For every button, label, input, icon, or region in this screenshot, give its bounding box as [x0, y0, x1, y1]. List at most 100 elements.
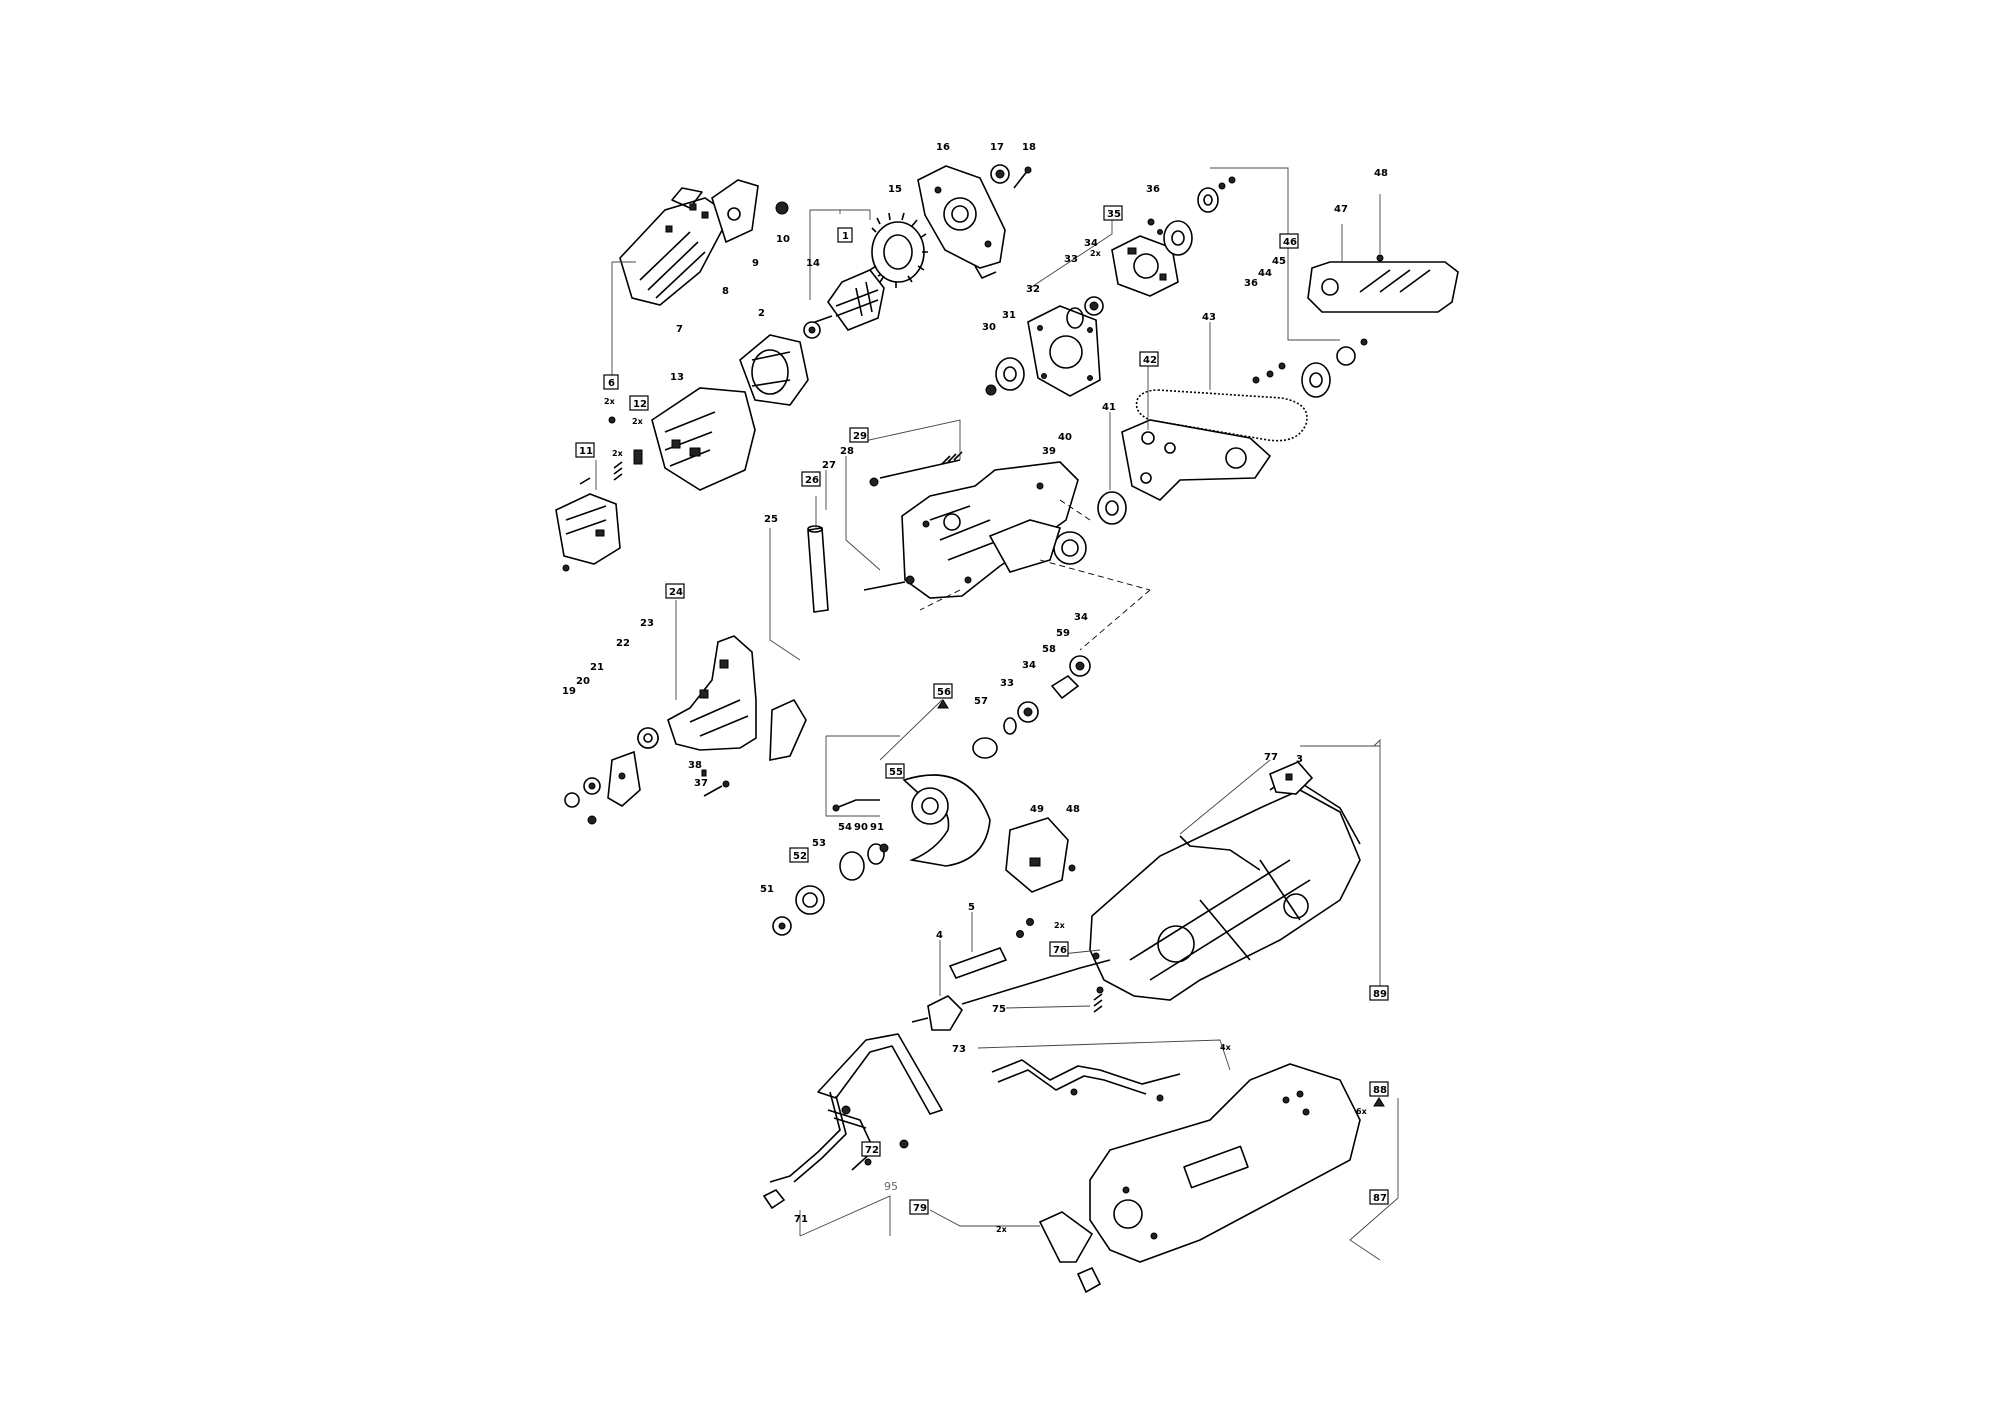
boxed-label-12: 12 — [629, 395, 649, 411]
pulley-part-46 — [1301, 338, 1368, 398]
bearing-part-14 — [803, 321, 821, 339]
bottom-cover-part-87 — [1089, 1063, 1361, 1263]
label-10: 10 — [776, 234, 790, 245]
label-17: 17 — [990, 142, 1004, 153]
nut-part-51 — [772, 916, 792, 936]
qty-88: 6x — [1356, 1107, 1368, 1116]
label-31: 31 — [1002, 310, 1016, 321]
boxed-label-1: 1 — [837, 227, 853, 243]
svg-text:79: 79 — [913, 1203, 927, 1214]
label-43: 43 — [1202, 312, 1216, 323]
boxed-label-52: 52 — [789, 847, 809, 863]
screw-part-36 — [1147, 218, 1163, 235]
label-32: 32 — [1026, 284, 1040, 295]
shaft-part-58-59 — [1050, 655, 1091, 700]
label-30: 30 — [982, 322, 996, 333]
switch-housing-part-11 — [555, 477, 621, 572]
label-4: 4 — [936, 930, 943, 941]
label-13: 13 — [670, 372, 684, 383]
bearing-part-10 — [775, 201, 789, 215]
label-36: 36 — [1146, 184, 1160, 195]
label-39: 39 — [1042, 446, 1056, 457]
screws-part-76 — [1016, 918, 1100, 960]
screw-parts-36-44-45 — [1252, 362, 1286, 384]
toothed-belt-part-43 — [1135, 389, 1308, 442]
sleeve-part-57 — [972, 737, 998, 759]
gasket-plate-part-32 — [1027, 305, 1101, 397]
qty-35: 2x — [1090, 249, 1102, 258]
boxed-label-79: 79 — [909, 1199, 929, 1215]
label-40: 40 — [1058, 432, 1072, 443]
label-41: 41 — [1102, 402, 1116, 413]
qty-12: 2x — [632, 417, 644, 426]
svg-text:46: 46 — [1283, 237, 1297, 248]
svg-text:52: 52 — [793, 851, 807, 862]
bearing-part-33-34-lower — [1003, 701, 1039, 735]
boxed-label-87: 87 — [1369, 1189, 1389, 1205]
nut-part-19-20-21 — [564, 777, 601, 825]
switch-part-3-77 — [1179, 761, 1314, 871]
label-37: 37 — [694, 778, 708, 789]
gear-set-part-46 — [1163, 176, 1236, 256]
label-5: 5 — [968, 902, 975, 913]
gear-part-31 — [995, 357, 1025, 391]
svg-text:89: 89 — [1373, 989, 1387, 1000]
svg-text:76: 76 — [1053, 945, 1067, 956]
flange-plate-part-16 — [917, 165, 1006, 279]
svg-text:1: 1 — [842, 231, 849, 242]
electronics-module-part-49 — [1005, 817, 1076, 893]
belt-cover-part-47 — [1307, 261, 1459, 313]
switch-part-12 — [633, 449, 643, 465]
bolt-part-37-38 — [701, 769, 730, 797]
svg-text:87: 87 — [1373, 1193, 1387, 1204]
flange-part-52 — [795, 885, 825, 915]
label-75: 75 — [992, 1004, 1006, 1015]
screw-part-6 — [608, 416, 616, 424]
qty-76: 2x — [1054, 921, 1066, 930]
gear-housing-part-35 — [1111, 235, 1179, 297]
label-95: 95 — [884, 1180, 898, 1193]
label-34c: 34 — [1022, 660, 1036, 671]
bolt-part-27 — [863, 575, 915, 591]
brush-holder-assembly-part-7-8-9 — [619, 179, 759, 306]
label-28: 28 — [840, 446, 854, 457]
label-22: 22 — [616, 638, 630, 649]
label-77: 77 — [1264, 752, 1278, 763]
foot-plug — [1076, 1266, 1102, 1294]
label-9: 9 — [752, 258, 759, 269]
label-47: 47 — [1334, 204, 1348, 215]
svg-text:6: 6 — [608, 378, 615, 389]
label-8: 8 — [722, 286, 729, 297]
label-49: 49 — [1030, 804, 1044, 815]
pulley-part-41 — [1097, 491, 1127, 525]
label-58: 58 — [1042, 644, 1056, 655]
spring-part-75 — [1093, 986, 1104, 1013]
stator-part-2 — [739, 334, 809, 406]
svg-text:24: 24 — [669, 587, 683, 598]
label-18: 18 — [1022, 142, 1036, 153]
qty-11: 2x — [612, 449, 624, 458]
boxed-label-24: 24 — [665, 583, 685, 599]
handle-grip-part-5 — [948, 947, 1008, 979]
boxed-label-6: 6 — [603, 374, 619, 390]
label-34: 34 — [1084, 238, 1098, 249]
screws-part-88 — [1282, 1096, 1310, 1116]
boxed-label-29: 29 — [849, 427, 869, 443]
label-33: 33 — [1064, 254, 1078, 265]
rod-part-73 — [991, 1059, 1181, 1102]
assembly-axes — [919, 499, 1151, 651]
retaining-ring-part-33 — [1066, 307, 1084, 329]
boxed-label-76: 76 — [1049, 941, 1069, 957]
label-23: 23 — [640, 618, 654, 629]
label-3: 3 — [1296, 754, 1303, 765]
svg-text:35: 35 — [1107, 209, 1121, 220]
svg-text:11: 11 — [579, 446, 593, 457]
svg-text:26: 26 — [805, 475, 819, 486]
svg-text:88: 88 — [1373, 1085, 1387, 1096]
label-91: 91 — [870, 822, 884, 833]
boxed-label-88: 88 — [1369, 1081, 1389, 1107]
label-71: 71 — [794, 1214, 808, 1225]
label-54: 54 — [838, 822, 852, 833]
label-45: 45 — [1272, 256, 1286, 267]
